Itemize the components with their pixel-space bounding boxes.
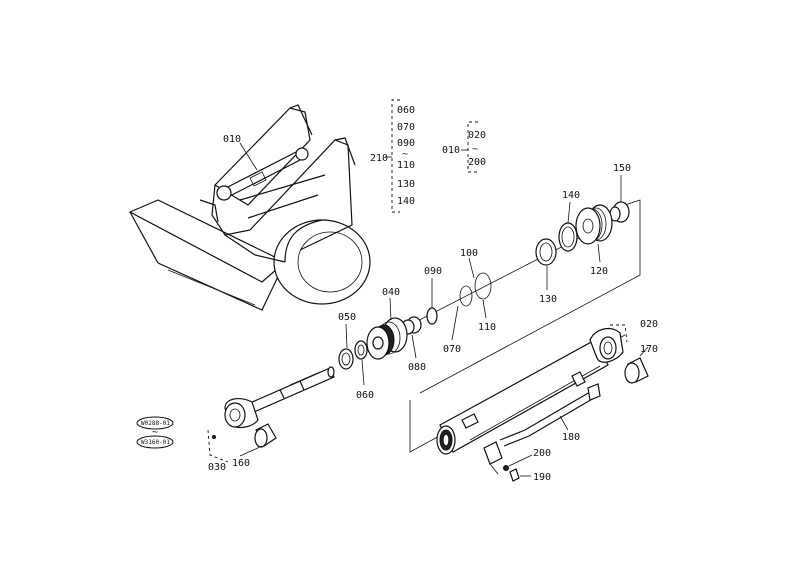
group-010-item-2: ~ <box>472 144 478 155</box>
part-120-piston <box>575 204 613 263</box>
callout-160: 160 <box>232 458 250 469</box>
part-040-gland <box>366 297 408 360</box>
group-010-item-1: 020 <box>468 130 486 141</box>
part-090-ring <box>426 278 438 325</box>
callout-050: 050 <box>338 312 356 323</box>
part-140-ring <box>558 201 578 252</box>
group-210-bracket: 210 060 070 090 ~ 110 130 140 <box>370 99 415 213</box>
part-180-pipe <box>483 383 601 475</box>
serial-badge-1: W0288-01 <box>136 416 174 430</box>
group-010-label: 010 <box>442 145 460 156</box>
part-cylinder-tube <box>436 327 624 455</box>
part-100-oring <box>468 257 492 300</box>
callout-020: 020 <box>640 319 658 330</box>
serial-badge-1-text: W0288-01 <box>141 420 170 427</box>
part-190-bolt <box>509 468 531 482</box>
callout-060-lower: 060 <box>356 390 374 401</box>
part-150-nut <box>609 175 630 223</box>
callout-100: 100 <box>460 248 478 259</box>
group-010-item-3: 200 <box>468 157 486 168</box>
callout-110: 110 <box>478 322 496 333</box>
group-210-item-1: 060 <box>397 105 415 116</box>
serial-badge-2-text: W3160-01 <box>141 439 170 446</box>
callout-090: 090 <box>424 266 442 277</box>
callout-190: 190 <box>533 472 551 483</box>
callout-010: 010 <box>223 134 241 145</box>
group-210-item-7: 140 <box>397 196 415 207</box>
group-210-item-6: 130 <box>397 179 415 190</box>
callout-030: 030 <box>208 462 226 473</box>
group-210-label: 210 <box>370 153 388 164</box>
group-210-item-2: 070 <box>397 122 415 133</box>
group-210-item-4: ~ <box>402 149 408 160</box>
serial-badge-connector: ~ <box>152 427 158 438</box>
callout-130: 130 <box>539 294 557 305</box>
callout-080: 080 <box>408 362 426 373</box>
callout-170: 170 <box>640 344 658 355</box>
part-200-washer <box>503 454 533 471</box>
callout-070: 070 <box>443 344 461 355</box>
callout-150: 150 <box>613 163 631 174</box>
callout-040: 040 <box>382 287 400 298</box>
callout-120: 120 <box>590 266 608 277</box>
serial-badge-2: W3160-01 <box>136 435 174 449</box>
callout-200: 200 <box>533 448 551 459</box>
part-070-ring <box>451 285 473 341</box>
loader-machine-illustration <box>128 104 371 311</box>
callout-180: 180 <box>562 432 580 443</box>
part-050-ring <box>338 323 354 370</box>
part-piston-rod <box>224 366 335 429</box>
part-060-ring <box>354 340 368 386</box>
part-160-bushing <box>239 423 277 457</box>
part-170-bushing <box>624 346 649 384</box>
group-010-bracket: 010 020 ~ 200 <box>442 121 486 173</box>
group-210-item-5: 110 <box>397 160 415 171</box>
group-210-item-3: 090 <box>397 138 415 149</box>
part-080-bushing <box>401 316 422 359</box>
callout-140: 140 <box>562 190 580 201</box>
part-130-ring <box>535 238 557 290</box>
